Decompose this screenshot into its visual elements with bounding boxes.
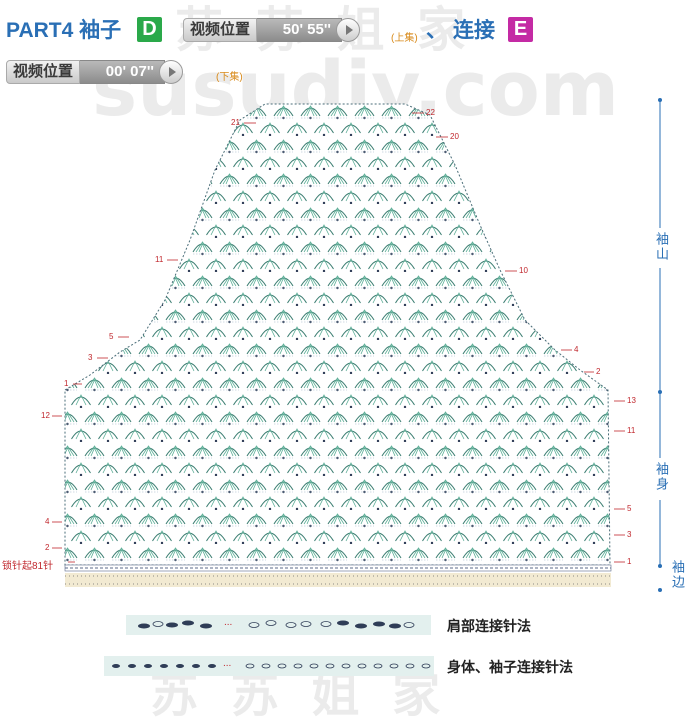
row-label-right: 10 xyxy=(519,266,528,275)
part-title: PART4 袖子 xyxy=(6,19,122,42)
video-note: (下集) xyxy=(216,72,243,83)
video-label: 视频位置 xyxy=(6,60,81,84)
link-label: 连接 xyxy=(453,19,495,42)
row-label-left: 5 xyxy=(109,332,114,341)
row-label-left: 4 xyxy=(45,517,50,526)
row-label-left: 1 xyxy=(64,379,69,388)
legend-body-stitches xyxy=(112,663,431,669)
video-position-2[interactable]: 视频位置 00' 07'' xyxy=(6,60,184,84)
badge-e: E xyxy=(508,17,533,42)
video-note: (上集) xyxy=(391,33,418,44)
row-label-left: 2 xyxy=(45,543,50,552)
video-time: 50' 55'' xyxy=(257,18,343,42)
legend-body-swatch xyxy=(104,656,434,676)
row-label-right: 2 xyxy=(596,367,601,376)
row-label-right: 3 xyxy=(627,530,632,539)
row-label-right: 20 xyxy=(450,132,459,141)
legend-shoulder-stitches xyxy=(138,620,415,629)
sleeve-outline xyxy=(64,103,611,566)
play-icon[interactable] xyxy=(336,18,361,42)
video-label: 视频位置 xyxy=(183,18,258,42)
row-label-right: 22 xyxy=(426,108,435,117)
side-label-body: 袖身 xyxy=(654,462,669,492)
legend-ellipsis: ... xyxy=(224,617,233,628)
cuff-band xyxy=(65,573,611,587)
play-icon[interactable] xyxy=(159,60,184,84)
row-label-right: 1 xyxy=(627,557,632,566)
badge-d: D xyxy=(137,17,162,42)
side-label-edge: 袖边 xyxy=(670,560,685,590)
row-label-left: 11 xyxy=(155,255,164,264)
legend-shoulder-label: 肩部连接针法 xyxy=(447,618,531,634)
legend-ellipsis: ... xyxy=(223,658,232,669)
row-label-left: 12 xyxy=(41,411,50,420)
side-label-cap: 袖山 xyxy=(654,232,669,262)
video-time: 00' 07'' xyxy=(80,60,166,84)
row-label-right: 4 xyxy=(574,345,579,354)
sleeve-crochet-chart xyxy=(52,98,662,592)
video-position-1[interactable]: 视频位置 50' 55'' xyxy=(183,18,361,42)
row-label-right: 5 xyxy=(627,504,632,513)
row-label-left: 21 xyxy=(231,118,240,127)
row-label-right: 13 xyxy=(627,396,636,405)
row-label-left: 3 xyxy=(88,353,93,362)
start-label: 锁针起81针 xyxy=(2,561,54,572)
separator: 、 xyxy=(426,19,447,42)
legend-shoulder-swatch xyxy=(126,615,431,635)
row-label-right: 11 xyxy=(627,426,636,435)
legend-body-label: 身体、袖子连接针法 xyxy=(447,659,573,675)
